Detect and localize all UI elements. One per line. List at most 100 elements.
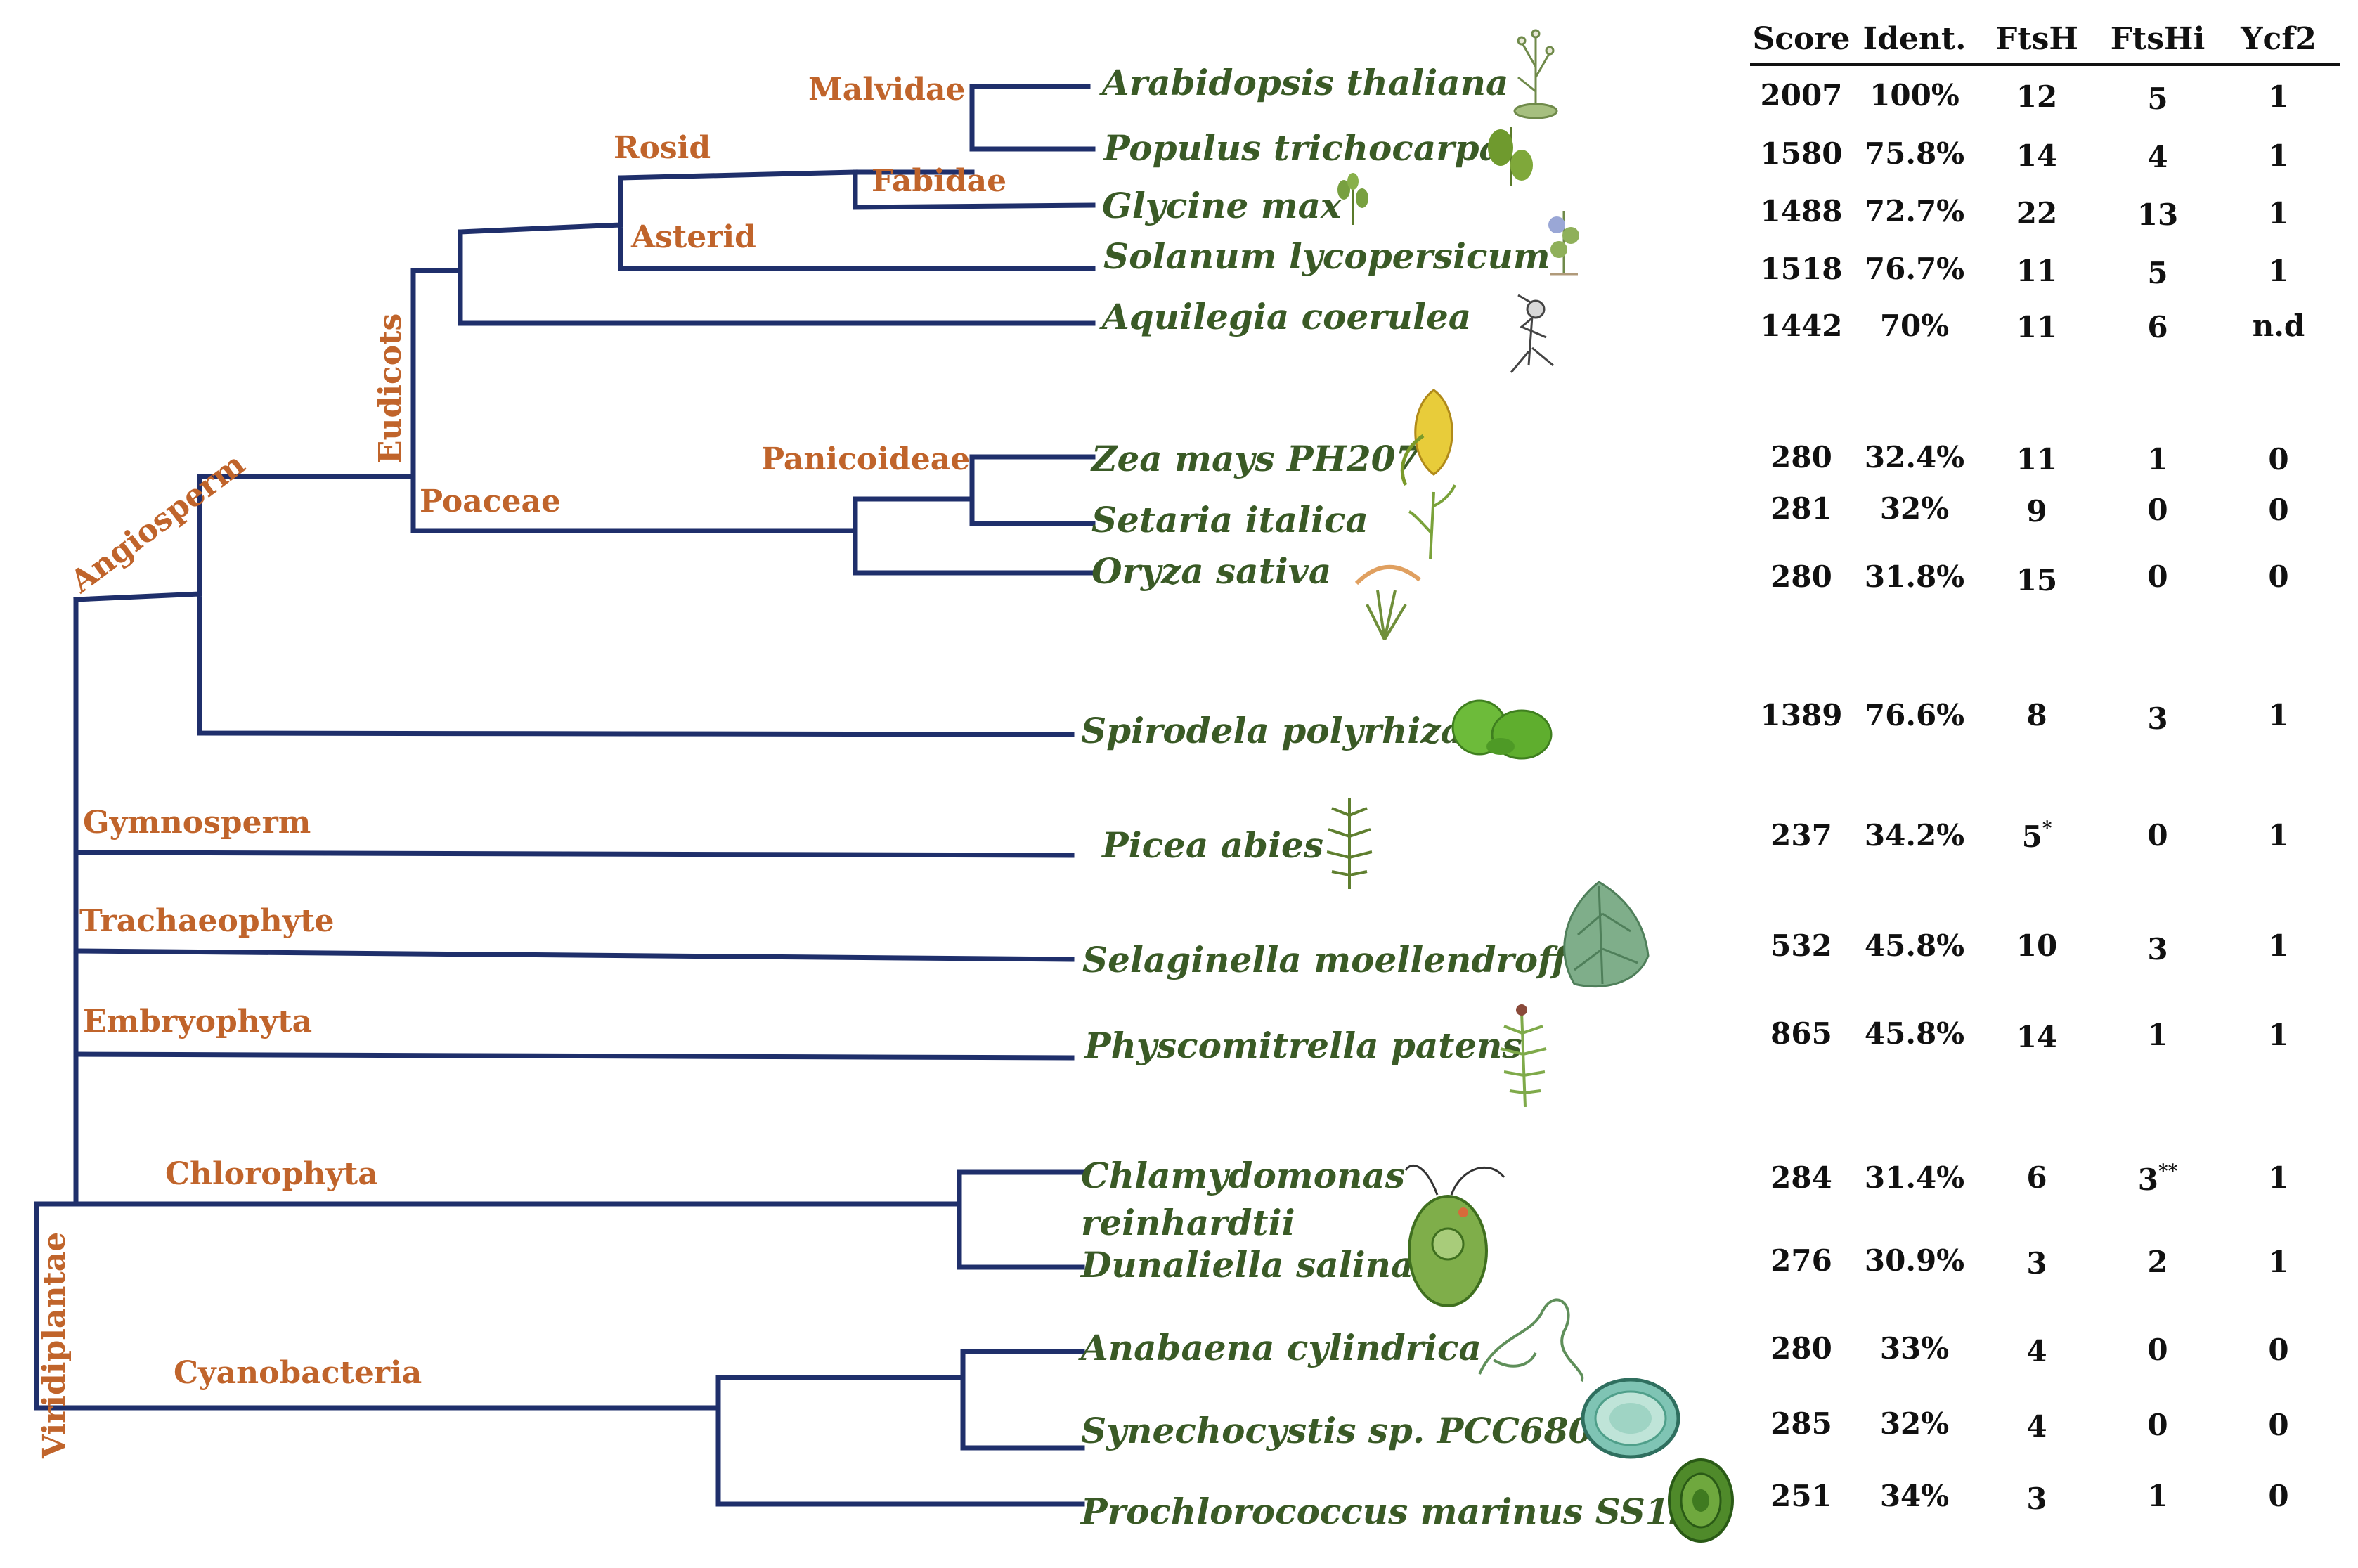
species-label: Physcomitrella patens: [1083, 1025, 1522, 1066]
branch-cyanobacteria: [715, 1349, 1085, 1507]
branch-malvidae: [853, 84, 1096, 175]
table-cell-ycf2: 1: [2268, 1245, 2288, 1279]
table-cell-ident: 31.8%: [1865, 559, 1964, 594]
branch-poaceae: [410, 496, 1096, 576]
table-cell-ftshi: 5: [2147, 82, 2168, 116]
species-label: Oryza sativa: [1091, 550, 1331, 592]
anabaena-illustration-icon: [1478, 1298, 1584, 1382]
table-cell-ident: 76.6%: [1865, 698, 1964, 732]
selaginella-illustration-icon: [1563, 881, 1650, 988]
table-cell-ycf2: 1: [2268, 818, 2288, 853]
species-label: Arabidopsis thaliana: [1099, 62, 1508, 103]
moss-illustration-icon: [1500, 1004, 1547, 1108]
table-cell-score: 2007: [1761, 78, 1843, 112]
branch-chlorophyta: [73, 1169, 1085, 1270]
prochlorococcus-illustration-icon: [1668, 1458, 1734, 1543]
clade-label-trachaeophyte: Trachaeophyte: [79, 903, 335, 939]
clade-label-rosid: Rosid: [614, 130, 711, 166]
branch-embryophyta: [73, 1051, 1075, 1061]
table-cell-ftshi: 3**: [2138, 1161, 2178, 1197]
table-cell-ftsh: 22: [2016, 196, 2057, 231]
table-cell-ftshi: 2: [2147, 1245, 2168, 1279]
table-cell-ycf2: 0: [2268, 1333, 2288, 1367]
table-cell-ftshi: 5: [2147, 256, 2168, 290]
table-cell-score: 284: [1770, 1160, 1832, 1195]
table-cell-ftsh: 11: [2016, 310, 2057, 344]
table-cell-score: 532: [1770, 928, 1832, 963]
table-cell-ident: 34.2%: [1865, 818, 1964, 853]
table-cell-ftsh: 15: [2016, 563, 2057, 597]
table-cell-ftshi: 6: [2147, 310, 2168, 344]
table-cell-ftsh: 8: [2026, 698, 2047, 732]
tree-branches: [34, 84, 1096, 1507]
table-cell-ycf2: 0: [2268, 1479, 2288, 1513]
table-cell-score: 1518: [1761, 252, 1843, 286]
setaria-illustration-icon: [1408, 484, 1456, 559]
data-table: Score Ident. FtsH FtsHi Ycf2 2007 100% 1…: [1750, 21, 2340, 1516]
table-cell-ftshi: 1: [2147, 1018, 2168, 1052]
branch-angiosperm: [73, 474, 1075, 737]
species-label: Chlamydomonas: [1081, 1155, 1405, 1196]
table-header-ftsh: FtsH: [1995, 21, 2078, 57]
table-cell-ident: 100%: [1870, 78, 1959, 112]
table-cell-ycf2: 0: [2268, 1408, 2288, 1442]
species-label: Prochlorococcus marinus SS120: [1080, 1491, 1718, 1532]
clade-label-viridiplantae: Viridiplantae: [37, 1232, 72, 1459]
table-cell-ftsh: 3: [2026, 1246, 2047, 1281]
table-cell-ycf2: 1: [2268, 1018, 2288, 1052]
arabidopsis-illustration-icon: [1513, 29, 1558, 119]
species-label: Setaria italica: [1091, 499, 1368, 540]
table-cell-ident: 45.8%: [1865, 928, 1964, 963]
rice-illustration-icon: [1354, 564, 1421, 641]
species-label: Picea abies: [1101, 824, 1323, 866]
branch-trachaeophyte: [73, 948, 1075, 962]
table-header-ycf2: Ycf2: [2240, 21, 2317, 57]
tomato-illustration-icon: [1548, 211, 1579, 276]
table-cell-score: 237: [1770, 818, 1832, 853]
species-label: Solanum lycopersicum: [1103, 235, 1550, 277]
species-label: Dunaliella salina: [1080, 1244, 1413, 1285]
branch-rosid: [618, 169, 1096, 210]
table-cell-ycf2: 0: [2268, 442, 2288, 477]
table-cell-ycf2: 1: [2268, 138, 2288, 173]
species-label: Aquilegia coerulea: [1099, 296, 1471, 337]
species-label: Glycine max: [1102, 185, 1342, 226]
branch-rosid-asterid: [458, 175, 1096, 271]
clade-label-panicoideae: Panicoideae: [761, 441, 970, 477]
clade-label-gymnosperm: Gymnosperm: [83, 805, 311, 841]
table-cell-ftsh: 12: [2016, 79, 2057, 114]
table-cell-ftsh: 10: [2016, 928, 2057, 963]
species-label: Zea mays PH207: [1090, 438, 1420, 479]
species-label: Anabaena cylindrica: [1078, 1327, 1482, 1368]
synechocystis-illustration-icon: [1581, 1378, 1680, 1459]
species-label: Synechocystis sp. PCC6803: [1081, 1410, 1617, 1451]
species-label: reinhardtii: [1081, 1202, 1295, 1243]
organism-illustrations: [1326, 29, 1734, 1543]
table-header-score: Score: [1752, 21, 1850, 57]
table-cell-ftshi: 1: [2147, 442, 2168, 477]
table-cell-ycf2: n.d: [2253, 309, 2305, 343]
table-cell-ftshi: 3: [2147, 701, 2168, 736]
table-cell-ftsh: 6: [2026, 1160, 2047, 1195]
table-cell-ycf2: 0: [2268, 559, 2288, 594]
poplar-illustration-icon: [1488, 127, 1533, 186]
table-cell-ident: 45.8%: [1865, 1016, 1964, 1051]
table-cell-ftsh: 11: [2016, 254, 2057, 288]
table-cell-score: 1488: [1761, 194, 1843, 228]
table-cell-score: 1389: [1761, 698, 1843, 732]
species-label: Selaginella moellendroffii: [1082, 939, 1593, 980]
spruce-illustration-icon: [1326, 798, 1373, 889]
clade-label-cyanobacteria: Cyanobacteria: [174, 1355, 422, 1391]
table-cell-ftshi: 0: [2147, 559, 2168, 594]
table-cell-ftshi: 0: [2147, 1333, 2168, 1367]
table-cell-score: 276: [1770, 1243, 1832, 1278]
table-cell-ftsh: 3: [2026, 1482, 2047, 1516]
clade-label-angiosperm: Angiosperm: [63, 446, 252, 601]
table-cell-ftshi: 13: [2137, 197, 2178, 232]
table-cell-ident: 32.4%: [1865, 440, 1964, 474]
branch-viridiplantae: [34, 1201, 721, 1411]
maize-illustration-icon: [1400, 389, 1453, 486]
table-cell-score: 285: [1770, 1406, 1832, 1441]
table-header-ident: Ident.: [1863, 21, 1967, 57]
table-cell-ident: 34%: [1880, 1479, 1949, 1513]
